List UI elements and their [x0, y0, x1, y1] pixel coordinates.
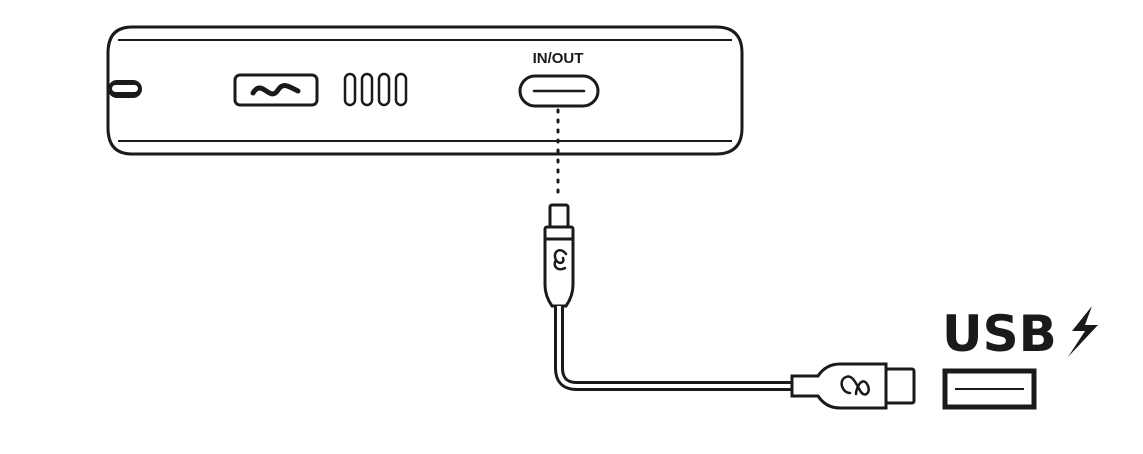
cable [554, 306, 800, 391]
lightning-bolt-icon [1068, 306, 1098, 357]
wave-logo-icon [233, 73, 319, 107]
usb-a-plug-icon [790, 362, 916, 410]
led-indicator [394, 72, 408, 107]
led-indicators [343, 72, 408, 107]
port-label: IN/OUT [533, 50, 584, 67]
lanyard-slot [108, 80, 142, 98]
led-indicator [343, 72, 357, 107]
led-indicator [377, 72, 391, 107]
usb-c-plug-icon [543, 203, 575, 308]
swirl-logo-icon [553, 249, 568, 271]
power-bank-outline [106, 25, 744, 156]
power-bank [106, 25, 744, 156]
led-indicator [360, 72, 374, 107]
usb-label: USB [942, 305, 1057, 363]
usb-c-port [518, 74, 600, 108]
usb-a-port-icon [942, 368, 1037, 410]
cable-brand-icon [840, 375, 870, 396]
